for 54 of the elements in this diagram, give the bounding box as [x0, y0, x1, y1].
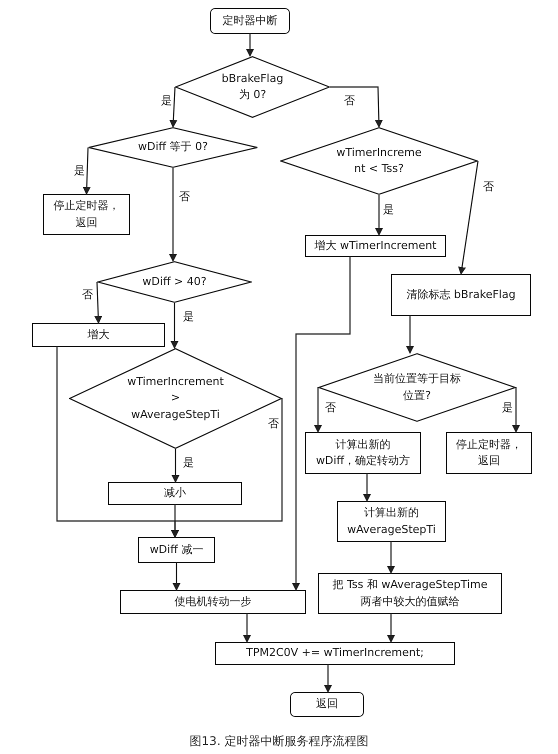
edge-label: 否: [81, 288, 94, 301]
decision-text: wTimerIncrement < Tss?: [335, 144, 423, 177]
process-box: 减小: [108, 482, 242, 505]
decision-text: 当前位置等于目标位置?: [372, 371, 462, 404]
arrow: [170, 303, 178, 349]
edge-label: 是: [182, 310, 195, 323]
arrow: [330, 86, 383, 128]
arrow: [169, 86, 178, 128]
arrow: [375, 195, 383, 236]
process-box: 计算出新的 wDiff，确定转动方: [305, 432, 421, 474]
edge-label: 是: [382, 203, 395, 216]
end-box: 返回: [290, 692, 364, 717]
arrow: [406, 316, 414, 354]
process-box: 增大: [32, 323, 165, 347]
edge-label: 是: [182, 456, 195, 469]
arrow: [94, 281, 102, 324]
arrow: [512, 386, 520, 433]
arrow: [172, 449, 180, 483]
process-box: 停止定时器，返回: [43, 194, 130, 235]
process-box: 把 Tss 和 wAverageStepTime 两者中较大的值赋给: [318, 573, 502, 614]
arrow: [363, 474, 371, 502]
edge-label: 否: [178, 190, 191, 203]
arrow: [387, 542, 395, 574]
edge-label: 否: [482, 180, 495, 193]
arrow: [172, 563, 180, 591]
decision-text: bBrakeFlag 为 0?: [220, 70, 284, 103]
decision-text: wDiff > 40?: [141, 274, 208, 290]
decision-text: wDiff 等于 0?: [137, 139, 209, 156]
arrow: [324, 665, 332, 693]
edge-label: 否: [324, 401, 337, 414]
arrow: [458, 160, 479, 275]
arrow: [169, 168, 177, 262]
start-box: 定时器中断: [210, 8, 290, 34]
edge-label: 是: [160, 94, 173, 107]
arrow: [243, 614, 251, 643]
edge-label: 是: [73, 164, 86, 177]
decision-text: wTimerIncrement > wAverageStepTi: [126, 374, 225, 423]
process-box: 清除标志 bBrakeFlag: [391, 274, 531, 316]
process-box: 使电机转动一步: [120, 590, 306, 614]
arrow: [292, 257, 351, 591]
arrow: [82, 147, 91, 195]
arrow: [246, 34, 254, 57]
arrow: [387, 614, 395, 643]
edge-label: 否: [343, 94, 356, 107]
process-box: 增大 wTimerIncrement: [305, 235, 446, 257]
process-box: 计算出新的 wAverageStepTi: [337, 501, 446, 542]
process-box: 停止定时器，返回: [446, 432, 532, 474]
figure-caption: 图13. 定时器中断服务程序流程图: [188, 733, 370, 750]
edge-label: 否: [267, 417, 280, 430]
process-box: wDiff 减一: [138, 537, 215, 563]
process-box: TPM2C0V += wTimerIncrement;: [215, 642, 455, 665]
arrow: [171, 505, 179, 538]
arrow: [314, 386, 322, 433]
edge-label: 是: [501, 401, 514, 414]
